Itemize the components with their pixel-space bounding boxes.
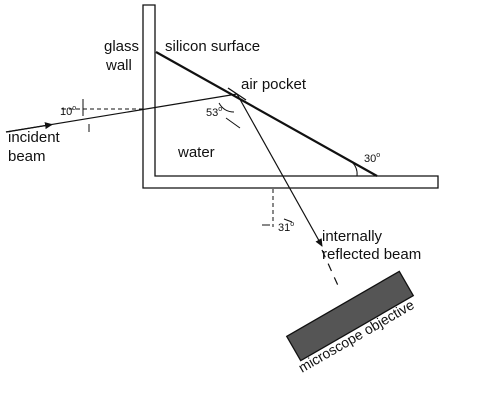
reflected-beam-label-1: internally xyxy=(322,228,383,245)
angle-31-tick-right xyxy=(283,218,293,223)
angle-30-arc xyxy=(351,161,358,177)
angle-10-label: 10o xyxy=(60,105,76,118)
angle-53-label: 53o xyxy=(206,106,222,119)
angle-30-label: 30o xyxy=(364,152,380,165)
glass-wall-label-1: glass xyxy=(104,38,139,55)
silicon-surface-label: silicon surface xyxy=(165,38,260,55)
reflected-beam-label-2: reflected beam xyxy=(322,246,421,263)
angle-53-tick xyxy=(225,117,241,129)
silicon-surface-line xyxy=(155,51,378,177)
reflected-beam-dashed xyxy=(321,249,341,291)
angle-31-label: 31o xyxy=(278,221,294,234)
incident-beam-label-1: incident xyxy=(8,129,61,146)
water-label: water xyxy=(177,144,215,161)
incident-beam-arrow xyxy=(5,122,53,133)
reflected-beam xyxy=(236,93,323,247)
glass-wall-label-2: wall xyxy=(105,57,132,74)
incident-beam-label-2: beam xyxy=(8,148,46,165)
glass-wall xyxy=(142,4,439,189)
microscope-objective xyxy=(285,270,415,362)
angle-53-arc xyxy=(218,102,235,113)
air-pocket-label: air pocket xyxy=(241,76,307,93)
